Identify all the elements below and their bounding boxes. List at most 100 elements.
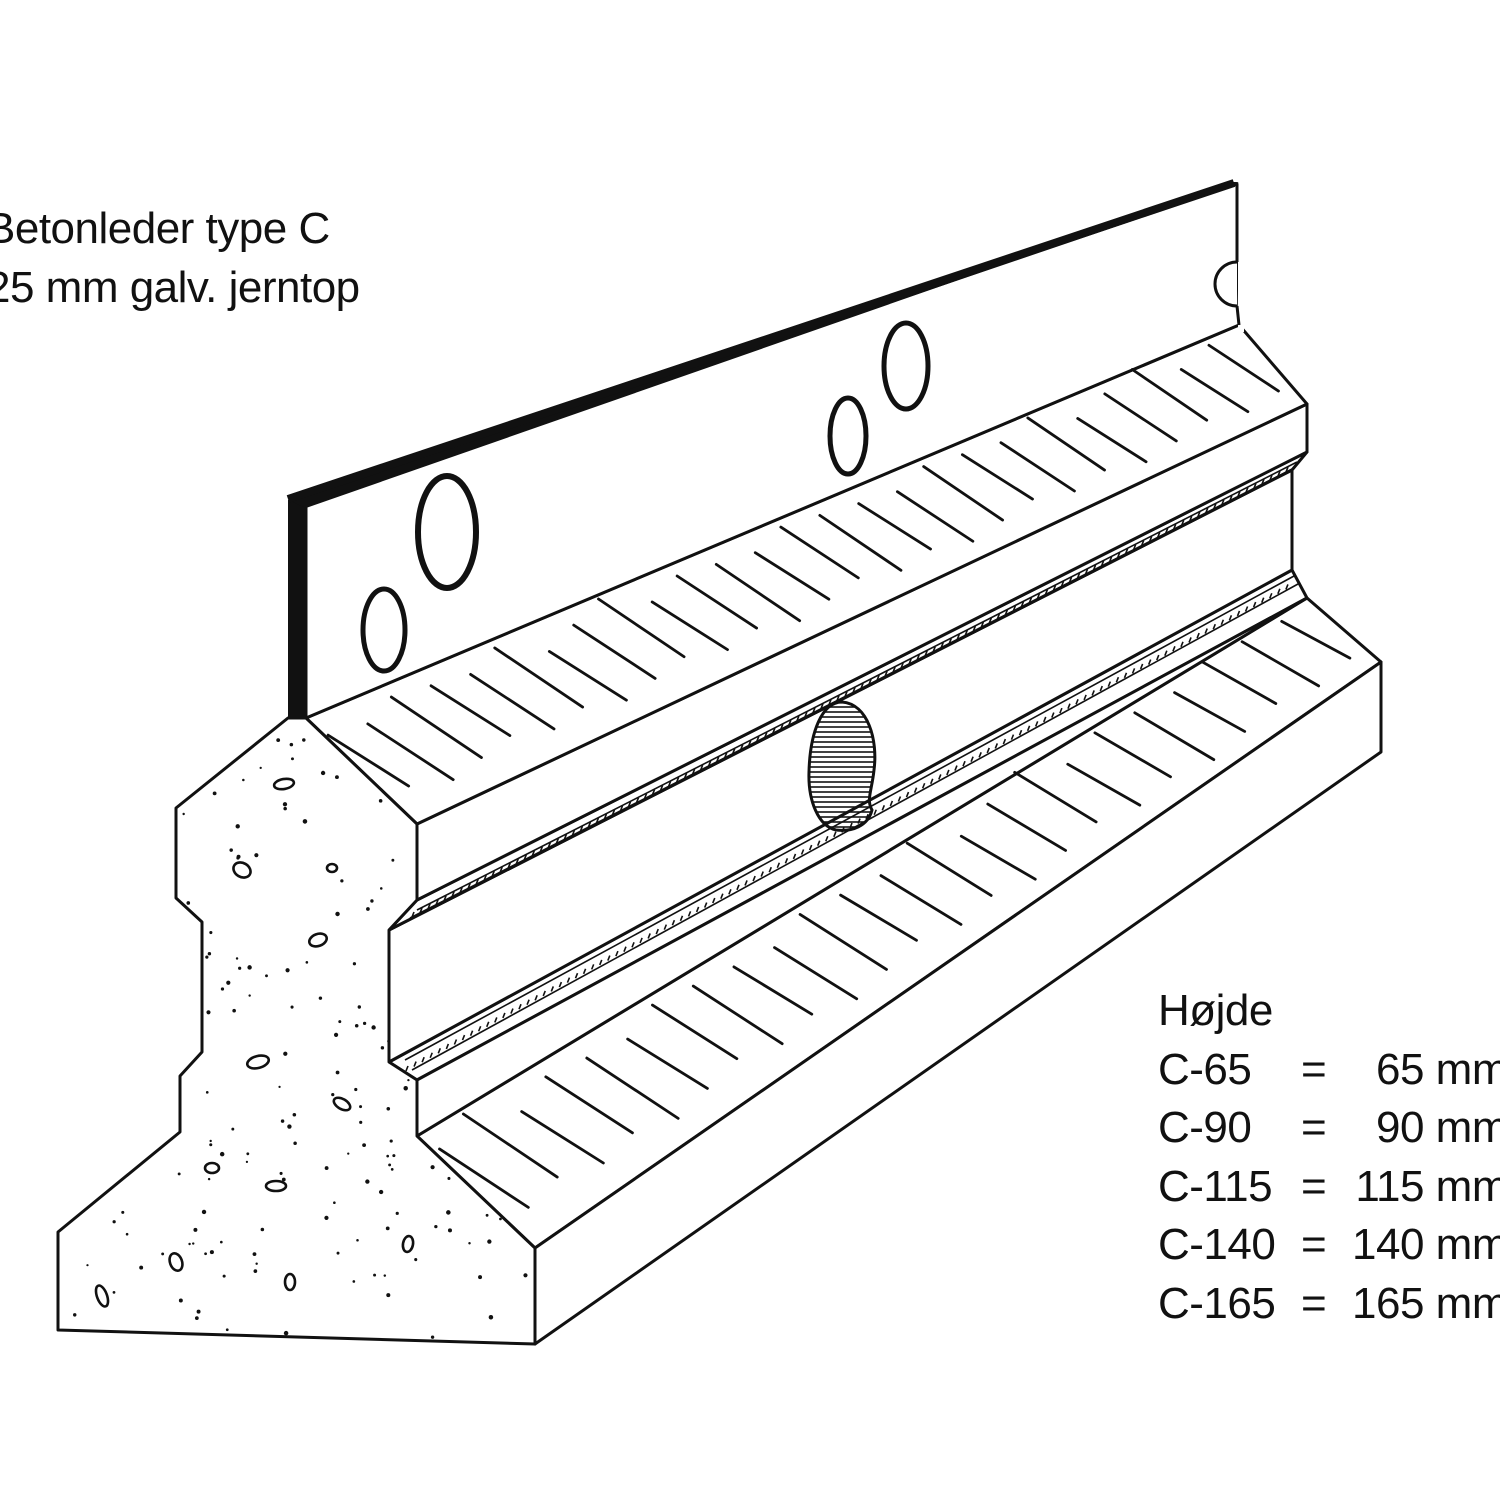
groove-tick: [964, 630, 968, 636]
groove-tick: [828, 699, 832, 706]
concrete-speck: [333, 1201, 336, 1205]
groove-tick: [1002, 738, 1007, 745]
concrete-speck: [324, 1166, 329, 1170]
concrete-speck: [354, 1087, 358, 1092]
concrete-speck: [362, 1143, 366, 1148]
concrete-speck: [112, 1291, 116, 1294]
groove-tick: [1043, 716, 1047, 723]
groove-tick: [1044, 589, 1049, 595]
concrete-speck: [59, 781, 65, 786]
groove-tick: [483, 874, 487, 881]
groove-tick: [607, 955, 611, 961]
spec-code: C-140: [1158, 1220, 1276, 1270]
groove-tick: [1036, 593, 1041, 599]
concrete-speck: [386, 1293, 391, 1298]
concrete-speck: [64, 802, 68, 806]
hatch-mark: [879, 874, 963, 926]
concrete-pebble: [307, 932, 329, 948]
concrete-speck: [101, 831, 105, 834]
concrete-speck: [87, 857, 92, 863]
groove-tick: [419, 907, 423, 914]
groove-tick: [515, 858, 519, 865]
concrete-speck: [192, 1242, 195, 1245]
concrete-speck: [386, 1106, 391, 1111]
hatch-mark: [326, 733, 411, 788]
groove-tick: [587, 821, 592, 828]
concrete-speck: [60, 875, 65, 880]
groove-tick: [443, 895, 447, 901]
concrete-speck: [70, 941, 74, 945]
concrete-speck: [231, 1127, 235, 1131]
groove-tick: [435, 899, 439, 906]
concrete-speck: [209, 930, 213, 935]
hatch-mark: [753, 551, 831, 601]
concrete-speck: [389, 1139, 393, 1143]
groove-tick: [1156, 532, 1161, 538]
caption-line-2: 25 mm galv. jerntop: [0, 263, 360, 312]
groove-tick: [1028, 597, 1033, 603]
groove-tick: [720, 893, 724, 899]
groove-tick: [1277, 470, 1281, 477]
groove-tick: [881, 805, 886, 811]
groove-tick: [1004, 609, 1009, 616]
concrete-speck: [238, 966, 242, 970]
groove-tick: [905, 791, 910, 798]
spec-equals: =: [1301, 1161, 1327, 1211]
concrete-speck: [242, 778, 245, 782]
groove-tick: [571, 830, 576, 836]
concrete-speck: [340, 879, 344, 883]
concrete-speck: [204, 1252, 207, 1256]
groove-tick: [491, 870, 495, 877]
concrete-speck: [229, 848, 233, 852]
groove-tick: [590, 964, 595, 970]
groove-tick: [994, 743, 999, 749]
concrete-speck: [378, 799, 383, 803]
groove-tick: [744, 880, 748, 886]
concrete-speck: [220, 1240, 223, 1244]
concrete-speck: [335, 911, 340, 917]
concrete-speck: [209, 1143, 213, 1147]
concrete-speck: [260, 1227, 265, 1232]
groove-tick: [1172, 523, 1177, 530]
concrete-speck: [336, 1251, 340, 1255]
concrete-speck: [318, 996, 323, 1000]
groove-tick: [852, 687, 856, 693]
concrete-speck: [283, 1051, 288, 1056]
groove-tick: [651, 789, 656, 795]
caption-line-1: Betonleder type C: [0, 204, 330, 253]
groove-tick: [752, 875, 756, 882]
groove-tick: [1068, 576, 1073, 583]
groove-tick: [1180, 641, 1184, 648]
concrete-speck: [125, 1232, 129, 1236]
groove-tick: [631, 941, 635, 948]
groove-tick: [715, 756, 720, 763]
groove-tick: [889, 800, 894, 807]
groove-tick: [1132, 544, 1137, 550]
groove-tick: [1099, 685, 1103, 692]
concrete-speck: [447, 1176, 451, 1180]
groove-tick: [833, 831, 837, 838]
concrete-speck: [354, 1024, 359, 1028]
groove-tick: [1164, 650, 1168, 656]
concrete-speck: [335, 1070, 340, 1075]
groove-tick: [1115, 676, 1120, 683]
groove-tick: [1197, 511, 1201, 518]
concrete-speck: [338, 1020, 342, 1024]
concrete-speck: [523, 1273, 528, 1278]
concrete-speck: [139, 1132, 143, 1137]
concrete-pebble: [325, 862, 339, 874]
groove-tick: [1205, 507, 1209, 514]
groove-tick: [873, 809, 877, 816]
concrete-speck: [72, 1066, 78, 1071]
concrete-speck: [279, 1171, 283, 1175]
groove-tick: [475, 879, 479, 885]
concrete-speck: [359, 1105, 363, 1109]
hatch-mark: [438, 1147, 530, 1209]
plate-notch: [1213, 260, 1238, 308]
concrete-speck: [302, 738, 306, 742]
concrete-speck: [289, 742, 294, 747]
groove-tick: [970, 756, 974, 763]
concrete-speck: [282, 802, 288, 807]
concrete-speck: [100, 1043, 104, 1048]
